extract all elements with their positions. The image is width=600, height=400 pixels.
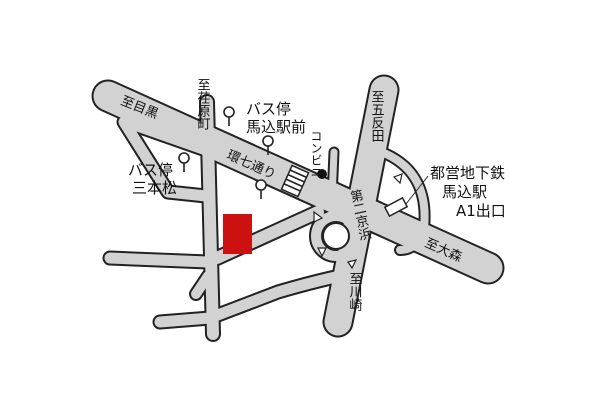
direction-arrow-icon bbox=[347, 259, 358, 270]
station-exit-icon bbox=[383, 196, 409, 218]
bus-stop-icon bbox=[255, 179, 267, 199]
label-bus-stop-sanbon-2: 三本松 bbox=[132, 179, 177, 197]
roundabout-center bbox=[322, 222, 350, 250]
label-to-kawasaki: 至川崎 bbox=[347, 272, 363, 311]
direction-arrow-icon bbox=[313, 210, 324, 223]
bus-stop-icon bbox=[178, 152, 190, 172]
direction-arrow-icon bbox=[317, 247, 327, 258]
bus-stop-icon bbox=[223, 106, 235, 126]
bus-stop-icon bbox=[262, 135, 274, 155]
label-station-1: 都営地下鉄 bbox=[430, 164, 505, 182]
convenience-store-icon bbox=[317, 169, 327, 179]
direction-arrows bbox=[313, 173, 403, 270]
destination-marker bbox=[223, 214, 252, 254]
direction-arrow-icon bbox=[392, 173, 403, 185]
label-convenience-store: コンビニ bbox=[309, 130, 323, 178]
label-station-2: 馬込駅 bbox=[442, 183, 487, 201]
label-to-gotanda: 至五反田 bbox=[369, 90, 385, 142]
label-bus-stop-magome: バス停 bbox=[246, 100, 291, 118]
label-station-3: A1出口 bbox=[456, 202, 506, 220]
crosswalk-icon bbox=[280, 164, 310, 198]
label-bus-stop-sanbon: バス停 bbox=[128, 161, 173, 179]
label-to-ebara: 至荏原町 bbox=[195, 78, 211, 130]
station-leader-line bbox=[405, 175, 429, 205]
label-bus-stop-magome-2: 馬込駅前 bbox=[246, 118, 306, 136]
